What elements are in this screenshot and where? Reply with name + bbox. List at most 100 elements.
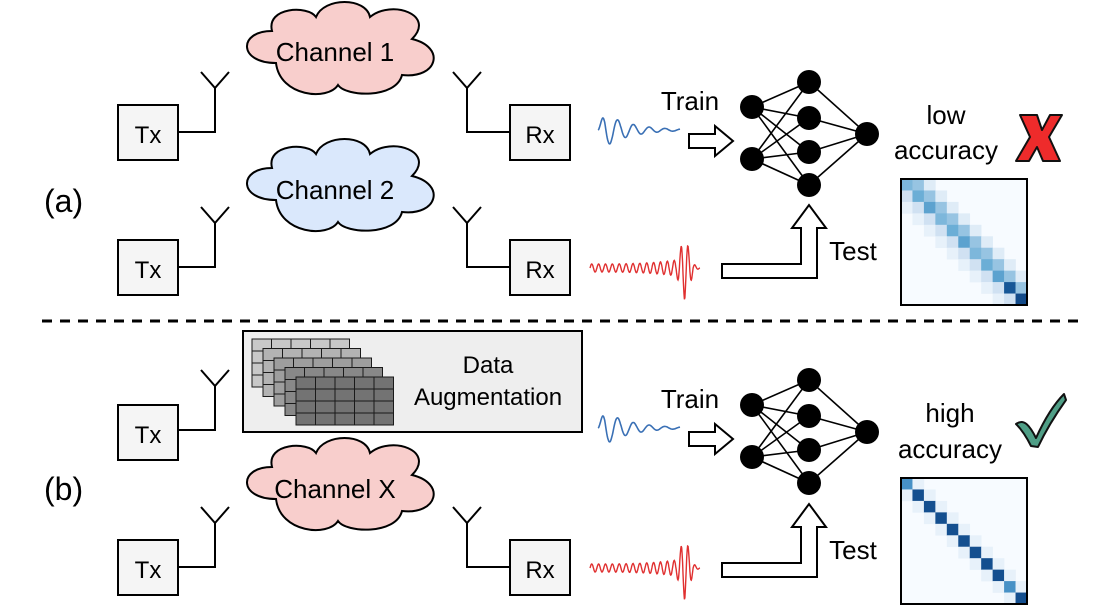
matrix-cell: [946, 236, 959, 249]
matrix-cell: [923, 500, 936, 513]
rx-label: Rx: [525, 257, 554, 284]
nn-node: [797, 173, 821, 197]
aug-grid-cell: [315, 388, 336, 402]
aug-grid-cell: [295, 412, 316, 426]
matrix-cell: [912, 500, 925, 513]
matrix-cell: [901, 190, 913, 203]
matrix-cell: [981, 282, 993, 294]
matrix-cell: [912, 489, 925, 502]
aug-grid-cell: [334, 388, 355, 402]
antenna-icon: [452, 506, 510, 568]
matrix-cell: [992, 558, 1005, 570]
result-label-line2: accuracy: [894, 135, 998, 165]
matrix-cell: [958, 224, 971, 237]
nn-node: [740, 445, 764, 469]
neural-network-icon: [740, 70, 879, 197]
aug-grid-cell: [315, 412, 336, 426]
matrix-cell: [969, 558, 982, 570]
matrix-cell: [901, 201, 913, 214]
matrix-cell: [935, 236, 948, 249]
nn-edge: [751, 379, 810, 458]
aug-grid-cell: [354, 376, 375, 390]
matrix-cell: [1015, 282, 1028, 294]
nn-node: [797, 368, 821, 392]
test-signal-wave: [589, 544, 701, 600]
matrix-cell: [912, 478, 925, 490]
nn-node: [855, 122, 879, 146]
matrix-cell: [958, 236, 971, 249]
section-b: (b) Tx Data Augmentation Tx Channel X Rx…: [44, 330, 1067, 605]
matrix-cell: [981, 247, 993, 260]
nn-node: [797, 438, 821, 462]
aug-grid-cell: [295, 400, 316, 414]
matrix-cell: [901, 478, 913, 490]
nn-node: [797, 70, 821, 94]
tx-label: Tx: [135, 257, 162, 284]
aug-grid-cell: [373, 400, 394, 414]
train-signal-wave: [597, 415, 681, 443]
nn-edge: [808, 431, 868, 484]
matrix-cell: [981, 236, 993, 249]
nn-node: [797, 106, 821, 130]
matrix-cell: [935, 523, 948, 536]
aug-grid-cell: [373, 388, 394, 402]
train-arrow-icon: [688, 123, 735, 159]
aug-grid-cell: [315, 376, 336, 390]
matrix-cell: [981, 546, 993, 559]
augmentation-label-line2: Augmentation: [414, 384, 562, 411]
confusion-matrix: [900, 477, 1028, 605]
augmentation-label-line1: Data: [463, 352, 514, 379]
aug-grid-cell: [354, 388, 375, 402]
tx-box: [117, 404, 179, 461]
matrix-cell: [1015, 293, 1028, 306]
antenna-icon: [452, 71, 510, 133]
section-label: (a): [44, 183, 83, 219]
matrix-cell: [969, 247, 982, 260]
matrix-cell: [923, 190, 936, 203]
test-signal-wave: [589, 244, 701, 300]
test-label: Test: [829, 236, 877, 266]
tx-box: [117, 239, 179, 296]
matrix-cell: [958, 213, 971, 226]
antenna-icon: [178, 206, 230, 268]
nn-edge: [808, 133, 868, 186]
nn-edge: [808, 379, 868, 433]
matrix-cell: [946, 224, 959, 237]
tx-label: Tx: [135, 557, 162, 584]
matrix-cell: [935, 512, 948, 525]
antenna-icon: [178, 369, 230, 431]
matrix-cell: [912, 213, 925, 226]
aug-grid-cell: [373, 412, 394, 426]
matrix-cell: [1004, 581, 1016, 593]
matrix-border: [900, 477, 1028, 605]
section-label: (b): [44, 471, 83, 507]
antenna-icon: [178, 506, 230, 568]
matrix-cell: [992, 581, 1005, 593]
nn-edge: [751, 81, 810, 160]
matrix-cell: [901, 489, 913, 502]
rx-box: [509, 539, 571, 596]
aug-grid-cell: [295, 376, 316, 390]
matrix-cell: [981, 259, 993, 271]
train-label: Train: [661, 86, 719, 116]
matrix-cell: [946, 535, 959, 548]
aug-grid-cell: [354, 400, 375, 414]
matrix-cell: [946, 201, 959, 214]
matrix-cell: [969, 535, 982, 548]
nn-node: [797, 404, 821, 428]
matrix-cell: [923, 179, 936, 191]
matrix-cell: [1015, 581, 1028, 593]
train-arrow-icon: [688, 421, 735, 457]
result-label-line2: accuracy: [898, 434, 1002, 464]
tx-box: [117, 539, 179, 596]
augmentation-grid-stack-icon: [251, 338, 394, 426]
matrix-cell: [992, 247, 1005, 260]
matrix-cell: [912, 179, 925, 191]
channel-label: Channel 2: [276, 175, 395, 205]
matrix-cell: [981, 569, 993, 582]
nn-edge: [751, 106, 810, 186]
matrix-cell: [1015, 270, 1028, 283]
nn-node: [740, 147, 764, 171]
